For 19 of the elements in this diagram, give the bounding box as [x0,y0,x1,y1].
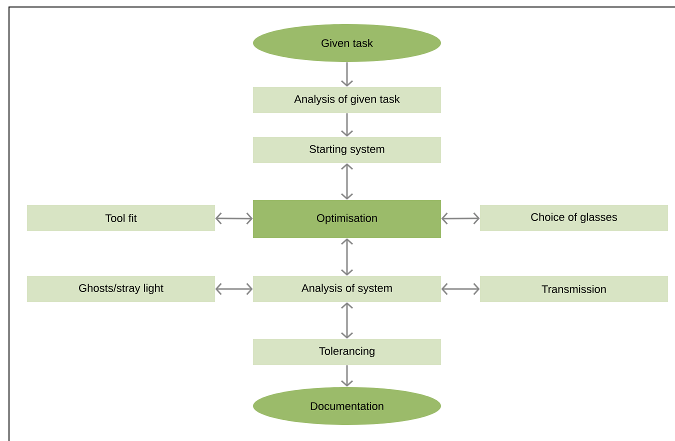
process-box: Ghosts/stray light [27,276,215,302]
process-box: Tool fit [27,205,215,231]
process-box: Analysis of system [253,276,441,302]
arrow [341,302,353,339]
process-box: Analysis of given task [253,87,441,113]
arrow [441,212,480,225]
arrow [341,365,353,387]
process-box: Choice of glasses [480,205,668,231]
process-box: Tolerancing [253,338,441,365]
arrow [341,163,353,200]
arrow [215,282,253,295]
arrow [341,113,353,137]
arrow [441,282,480,295]
arrow [215,212,253,225]
process-box: Optimisation [253,200,441,238]
arrow [341,62,353,87]
process-box: Transmission [480,276,668,302]
arrow [341,238,353,276]
process-box: Starting system [253,137,441,163]
